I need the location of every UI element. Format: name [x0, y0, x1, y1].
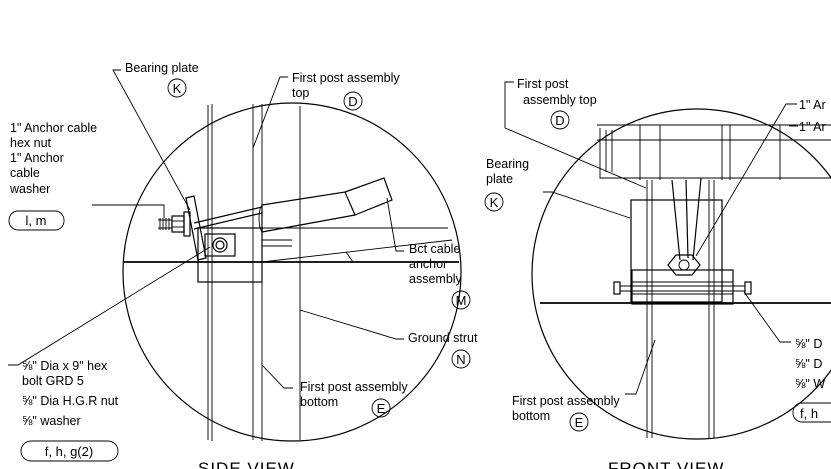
front-view-title: FRONT VIEW — [608, 459, 724, 469]
front-view-detail-circle — [531, 108, 831, 440]
side-bearing-plate-tag: K — [173, 81, 182, 96]
side-bct-label: Bct cable — [409, 242, 460, 256]
side-first-post-top-label-2: top — [292, 86, 309, 100]
side-ground-strut-tag: N — [456, 352, 465, 367]
front-first-post-bottom-label: First post assembly — [512, 394, 620, 408]
front-first-post-top-label-2: assembly top — [523, 93, 597, 107]
side-bct-label-3: assembly — [409, 272, 463, 286]
side-ground-strut-label: Ground strut — [408, 331, 478, 345]
front-bearing-tag: K — [490, 195, 499, 210]
front-leaders — [504, 81, 798, 395]
side-leaders — [8, 69, 404, 389]
front-view: First post assembly top D 1" Ar 1" Ar Be… — [484, 77, 831, 469]
front-first-post-bottom-label-2: bottom — [512, 409, 550, 423]
side-washer-tag: l, m — [26, 213, 47, 228]
side-bolt-label-2: bolt GRD 5 — [22, 374, 84, 388]
front-bolt-label: ⅝" D — [795, 337, 822, 351]
front-anchor-label-2: 1" Ar — [799, 120, 826, 134]
front-bolt-tag: f, h — [800, 406, 818, 421]
side-view-detail-circle — [122, 102, 462, 442]
side-bearing-plate-label: Bearing plate — [125, 61, 199, 75]
side-first-post-bottom-label: First post assembly — [300, 380, 408, 394]
side-washer-label-3: washer — [9, 182, 50, 196]
side-washer-label-2: cable — [10, 166, 40, 180]
side-first-post-top-label: First post assembly — [292, 71, 400, 85]
front-first-post-top-label: First post — [517, 77, 569, 91]
front-bearing-label-2: plate — [486, 172, 513, 186]
side-first-post-bottom-tag: E — [377, 401, 386, 416]
side-washer-label: 1" Anchor — [10, 151, 64, 165]
side-first-post-top-tag: D — [348, 94, 357, 109]
front-anchor-label: 1" Ar — [799, 98, 826, 112]
side-bolt-label-3: ⅝" Dia H.G.R nut — [22, 394, 119, 408]
side-hex-nut-label: 1" Anchor cable — [10, 121, 97, 135]
side-hex-nut-label-2: hex nut — [10, 136, 52, 150]
front-first-post-top-tag: D — [555, 113, 564, 128]
side-view-title: SIDE VIEW — [198, 459, 295, 469]
front-bolt-label-3: ⅝" W — [795, 377, 825, 391]
side-bct-label-2: anchor — [409, 257, 447, 271]
side-first-post-bottom-label-2: bottom — [300, 395, 338, 409]
front-first-post-bottom-tag: E — [575, 415, 584, 430]
side-bolt-label-4: ⅝" washer — [22, 414, 81, 428]
side-bct-tag: M — [456, 293, 467, 308]
side-view: Bearing plate K First post assembly top … — [8, 61, 478, 469]
front-bolt-label-2: ⅝" D — [795, 357, 822, 371]
side-bolt-label: ⅝" Dia x 9" hex — [22, 359, 108, 373]
side-bolt-tag: f, h, g(2) — [45, 444, 93, 459]
front-bearing-label: Bearing — [486, 157, 529, 171]
